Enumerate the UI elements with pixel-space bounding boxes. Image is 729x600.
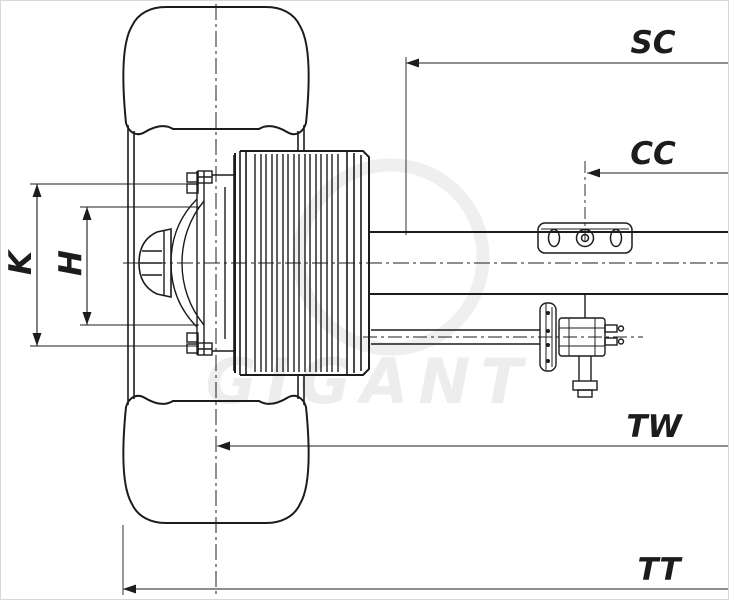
brake-adjuster: [371, 294, 625, 398]
dim-h: H: [53, 206, 199, 326]
adjuster-bolt-end-2: [617, 338, 625, 345]
bracket-slot-right: [609, 228, 623, 248]
dim-cc: CC: [584, 136, 728, 245]
adjuster-body-lines: [559, 318, 605, 356]
cc-arrow: [587, 168, 600, 178]
stud-detail-top: [198, 174, 234, 178]
adjuster-body: [558, 317, 606, 357]
tire-bottom: [122, 394, 310, 524]
drum-front-rings: [346, 152, 362, 374]
flange-bolt-4: [546, 359, 550, 363]
h-arrow-top: [82, 207, 92, 220]
h-label: H: [53, 250, 89, 276]
hub-cap-ribs: [140, 230, 165, 296]
cam-flange-disc: [539, 302, 557, 372]
hub-assembly: [138, 170, 234, 356]
adjuster-clevis: [572, 380, 598, 391]
k-arrow-bottom: [32, 333, 42, 346]
cam-flange-lines: [545, 304, 553, 370]
sc-label: SC: [630, 25, 675, 61]
tt-label: TT: [637, 552, 683, 588]
sc-arrow: [406, 58, 419, 68]
axle-beam: [369, 231, 728, 295]
k-arrow-top: [32, 184, 42, 197]
adjuster-bolt-end-1: [617, 325, 625, 332]
adjuster-clevis-pin: [577, 389, 593, 398]
tire-top: [122, 6, 310, 136]
dim-k: K: [3, 183, 199, 347]
bracket-center-boss: [575, 228, 595, 248]
dim-tw: TW: [217, 409, 728, 451]
bracket-slot-left: [547, 228, 561, 248]
drum-cooling-fins: [254, 154, 339, 372]
wheel-stud-bottom-nut: [186, 332, 199, 343]
centerlines: [123, 4, 728, 598]
watermark-text: GIGANT: [205, 345, 532, 418]
h-arrow-bottom: [82, 312, 92, 325]
tt-arrow: [123, 584, 136, 594]
flange-bolt-3: [546, 343, 550, 347]
flange-bolt-2: [546, 329, 550, 333]
stud-detail-bottom: [198, 348, 234, 352]
tw-arrow: [217, 441, 230, 451]
axle-beam-lines: [369, 231, 728, 295]
flange-bolt-1: [546, 311, 550, 315]
cc-label: CC: [630, 136, 676, 172]
h-extension-lines: [80, 206, 199, 326]
dim-tt: TT: [122, 525, 728, 595]
adjuster-bolt-lower: [604, 337, 618, 346]
dimensions: SC CC TW TT K: [3, 25, 728, 595]
rim-profile: [127, 125, 305, 405]
tw-label: TW: [626, 409, 683, 445]
adjuster-shaft: [578, 356, 592, 381]
wheel: [122, 6, 310, 524]
hub-cap: [138, 228, 172, 298]
dim-sc: SC: [405, 25, 728, 235]
brake-drum: [233, 150, 370, 376]
camshaft-tube: [371, 329, 540, 345]
adjuster-bolt-upper: [604, 324, 618, 333]
drum-outline: [234, 150, 370, 376]
k-label: K: [3, 249, 39, 275]
k-extension-lines: [30, 183, 199, 347]
watermark: GIGANT: [205, 158, 532, 418]
